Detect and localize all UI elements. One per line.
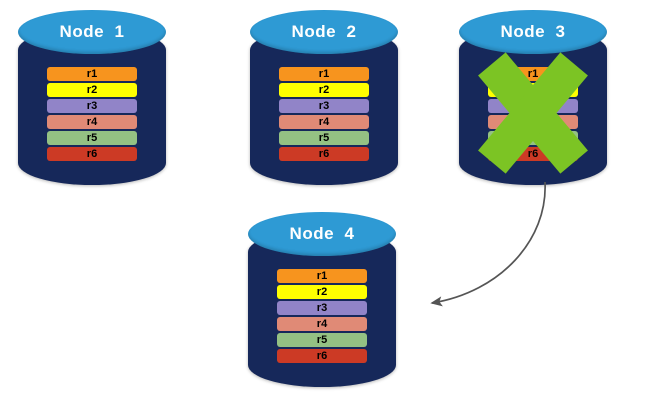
database-node-4[interactable]: Node 4 r1 r2 r3 r4 r5 r6 [248, 212, 396, 387]
database-node-2[interactable]: Node 2 r1 r2 r3 r4 r5 r6 [250, 10, 398, 185]
record-bar: r6 [47, 147, 137, 161]
record-bar: r5 [279, 131, 369, 145]
node-2-label: Node 2 [291, 22, 357, 41]
record-bar: r5 [47, 131, 137, 145]
record-bar: r1 [277, 269, 367, 283]
record-bar: r3 [488, 99, 578, 113]
node-1-label: Node 1 [59, 22, 125, 41]
node-4-record-list: r1 r2 r3 r4 r5 r6 [277, 269, 367, 363]
node-4-cylinder-top [248, 212, 396, 256]
node-3-record-list: r1 r2 r3 r4 r5 r6 [488, 67, 578, 161]
record-bar: r1 [488, 67, 578, 81]
record-bar: r5 [488, 131, 578, 145]
record-bar: r6 [277, 349, 367, 363]
record-bar: r5 [277, 333, 367, 347]
node-4-label: Node 4 [289, 224, 355, 243]
record-bar: r2 [488, 83, 578, 97]
database-node-1[interactable]: Node 1 r1 r2 r3 r4 r5 r6 [18, 10, 166, 185]
record-bar: r4 [279, 115, 369, 129]
record-bar: r4 [488, 115, 578, 129]
record-bar: r6 [279, 147, 369, 161]
record-bar: r1 [279, 67, 369, 81]
node-1-cylinder-top [18, 10, 166, 54]
database-node-3[interactable]: Node 3 r1 r2 r3 r4 r5 r6 [459, 10, 607, 185]
node-1-record-list: r1 r2 r3 r4 r5 r6 [47, 67, 137, 161]
record-bar: r3 [47, 99, 137, 113]
node-3-cylinder-top [459, 10, 607, 54]
record-bar: r4 [47, 115, 137, 129]
record-bar: r4 [277, 317, 367, 331]
node-2-cylinder-top [250, 10, 398, 54]
node-3-label: Node 3 [500, 22, 566, 41]
record-bar: r2 [277, 285, 367, 299]
record-bar: r2 [47, 83, 137, 97]
record-bar: r6 [488, 147, 578, 161]
node-2-record-list: r1 r2 r3 r4 r5 r6 [279, 67, 369, 161]
record-bar: r2 [279, 83, 369, 97]
record-bar: r3 [279, 99, 369, 113]
record-bar: r1 [47, 67, 137, 81]
record-bar: r3 [277, 301, 367, 315]
